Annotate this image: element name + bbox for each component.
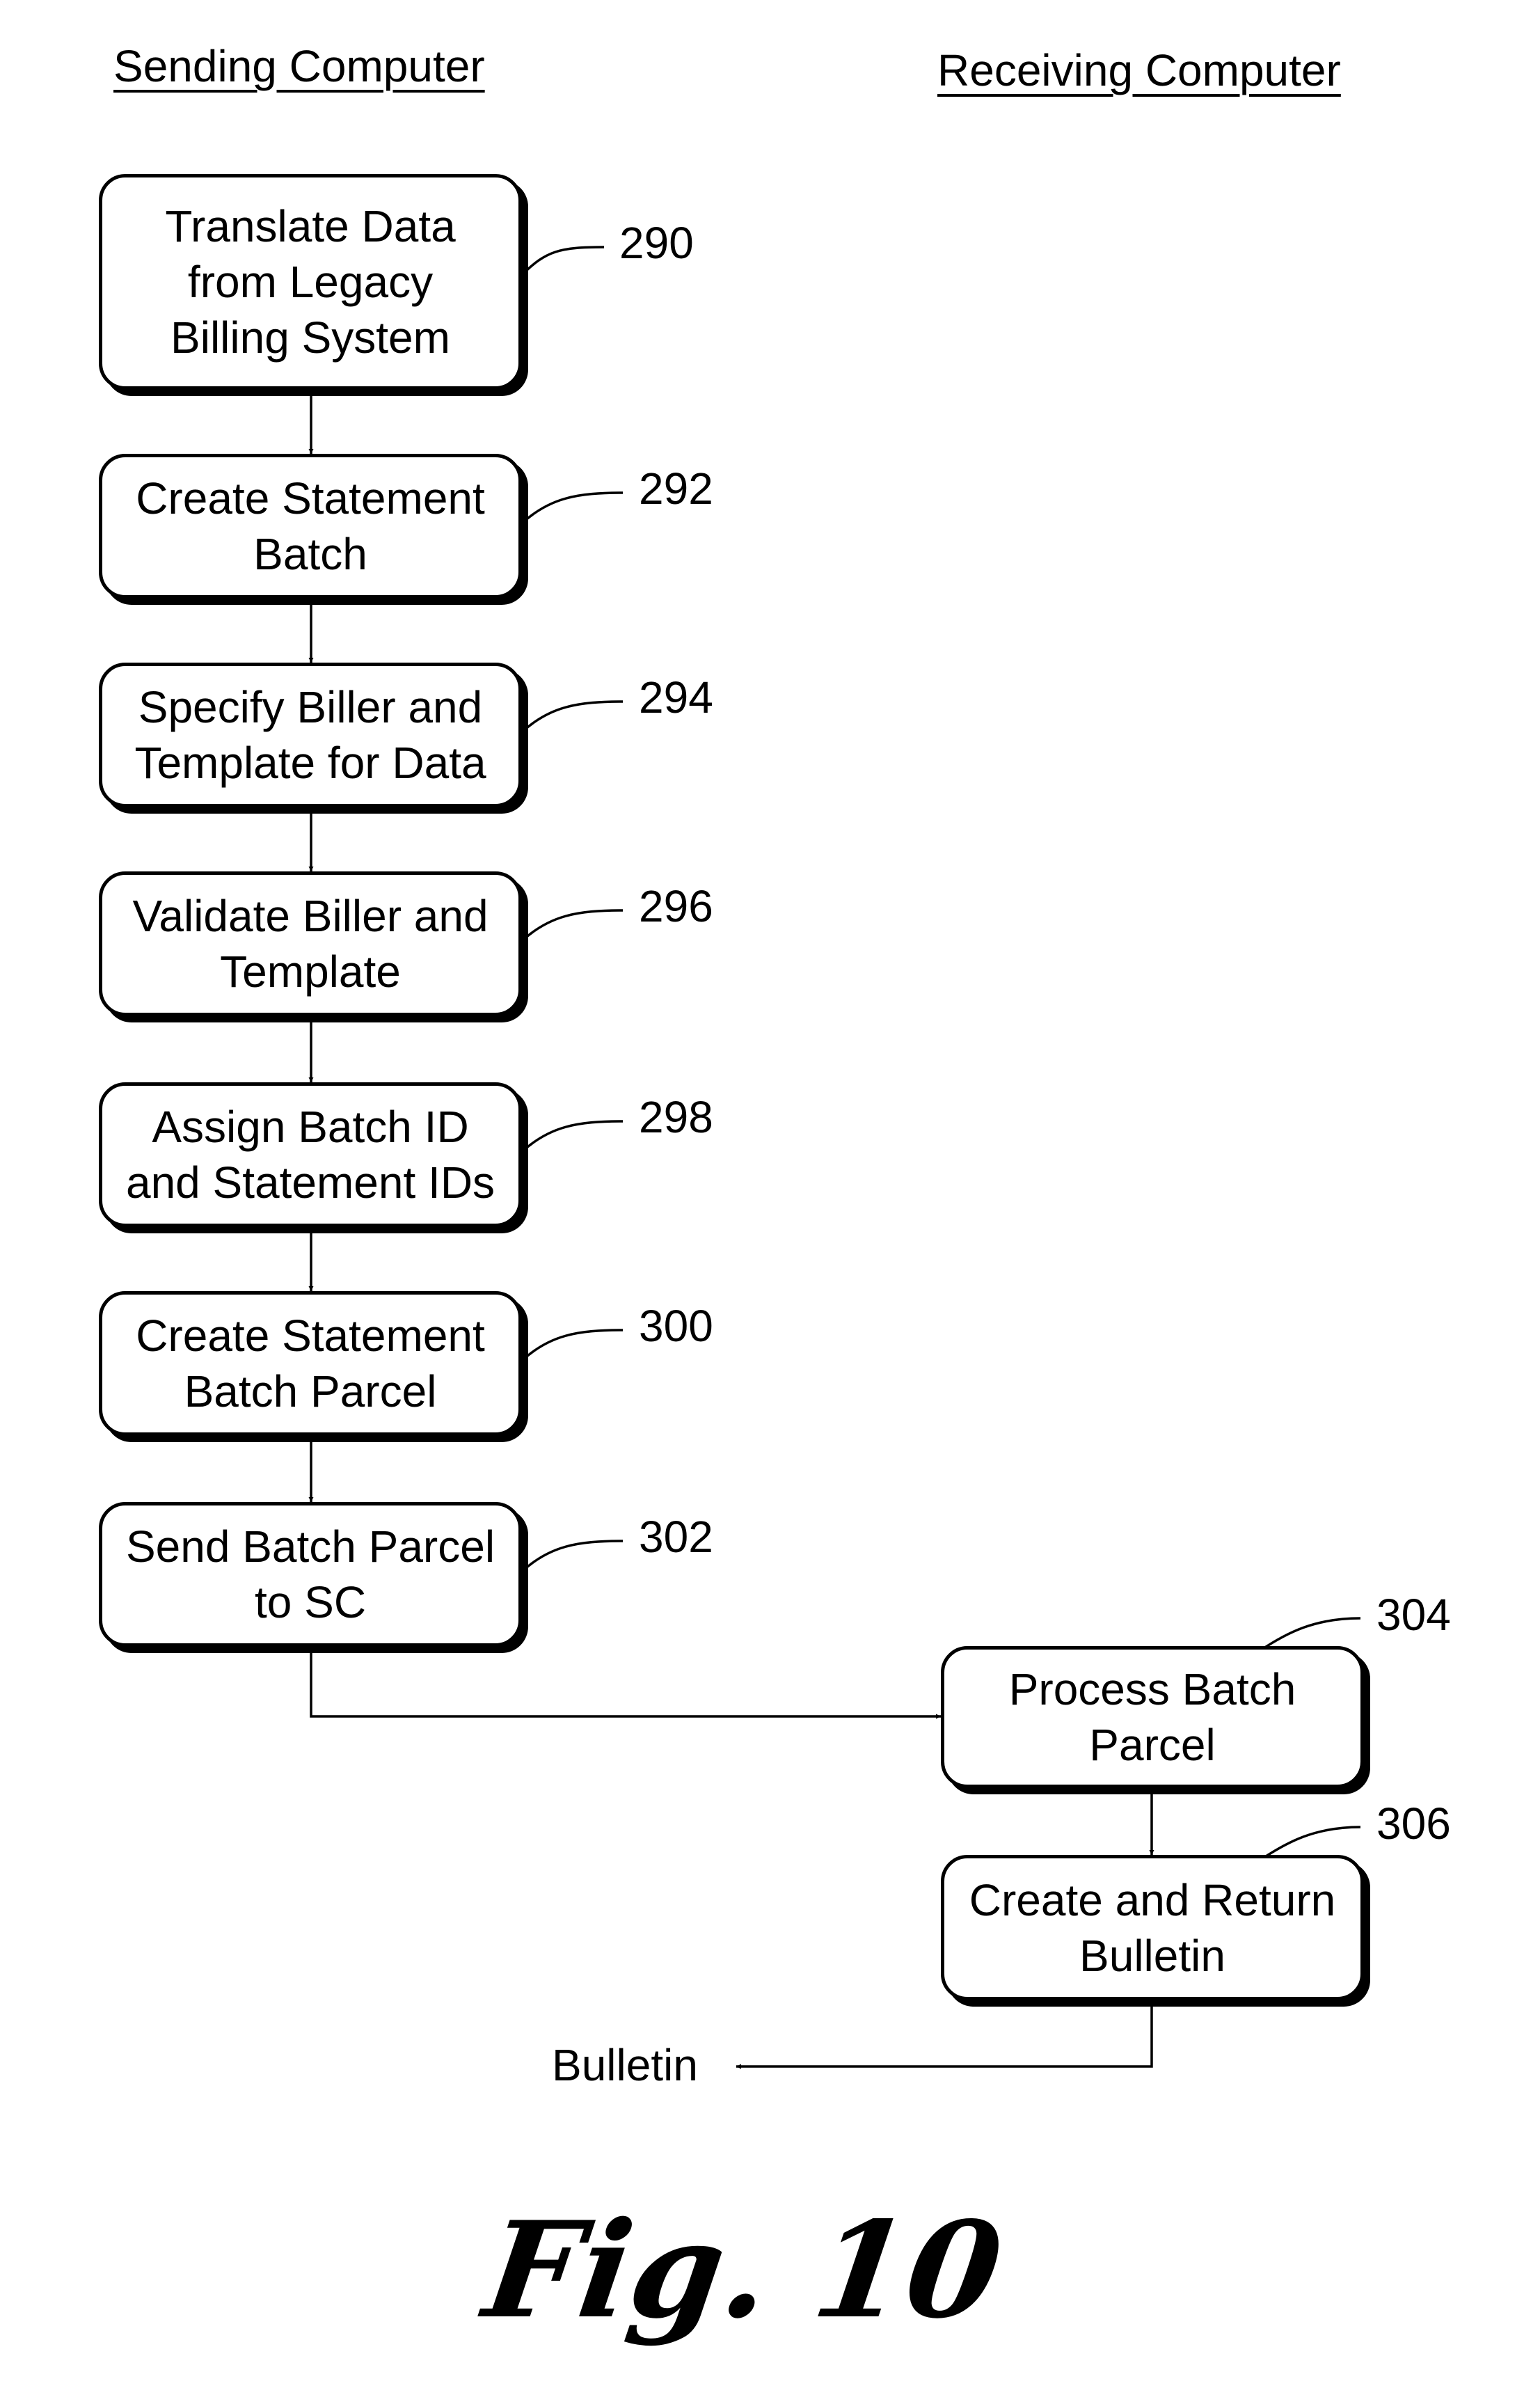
- step-label-create-return-bulletin: Create and Return Bulletin: [969, 1872, 1336, 1984]
- step-label-assign-batch-ids: Assign Batch ID and Statement IDs: [126, 1099, 495, 1210]
- step-label-process-batch-parcel: Process Batch Parcel: [1009, 1661, 1296, 1773]
- ref-numeral-296: 296: [639, 880, 713, 932]
- step-box-create-return-bulletin: Create and Return Bulletin: [941, 1855, 1364, 2000]
- receiving-computer-heading: Receiving Computer: [937, 45, 1341, 96]
- figure-caption: Fig. 10: [476, 2192, 1010, 2348]
- arrow-306-to-bulletin: [736, 2000, 1152, 2066]
- step-box-create-statement-batch: Create Statement Batch: [99, 454, 522, 599]
- ref-numeral-300: 300: [639, 1300, 713, 1352]
- sending-computer-heading: Sending Computer: [113, 40, 485, 92]
- step-label-send-batch-parcel: Send Batch Parcel to SC: [126, 1519, 495, 1630]
- leader-300: [522, 1330, 623, 1361]
- step-label-specify-biller-template: Specify Biller and Template for Data: [134, 679, 486, 791]
- step-box-specify-biller-template: Specify Biller and Template for Data: [99, 663, 522, 807]
- ref-numeral-302: 302: [639, 1511, 713, 1563]
- ref-numeral-294: 294: [639, 672, 713, 723]
- ref-numeral-306: 306: [1376, 1798, 1451, 1849]
- step-box-assign-batch-ids: Assign Batch ID and Statement IDs: [99, 1082, 522, 1227]
- ref-numeral-292: 292: [639, 463, 713, 514]
- bulletin-output-label: Bulletin: [552, 2039, 698, 2091]
- arrow-302-to-304: [311, 1647, 941, 1716]
- step-box-send-batch-parcel: Send Batch Parcel to SC: [99, 1502, 522, 1647]
- step-box-translate-data: Translate Data from Legacy Billing Syste…: [99, 174, 522, 390]
- step-label-create-batch-parcel: Create Statement Batch Parcel: [136, 1308, 485, 1419]
- ref-numeral-298: 298: [639, 1091, 713, 1143]
- leader-290: [522, 247, 604, 275]
- step-label-translate-data: Translate Data from Legacy Billing Syste…: [165, 198, 455, 365]
- step-label-validate-biller-template: Validate Biller and Template: [132, 888, 488, 999]
- ref-numeral-304: 304: [1376, 1589, 1451, 1641]
- leader-298: [522, 1121, 623, 1152]
- leader-294: [522, 702, 623, 732]
- step-box-process-batch-parcel: Process Batch Parcel: [941, 1646, 1364, 1788]
- leader-292: [522, 493, 623, 523]
- leader-302: [522, 1541, 623, 1572]
- step-box-validate-biller-template: Validate Biller and Template: [99, 871, 522, 1016]
- step-label-create-statement-batch: Create Statement Batch: [136, 471, 485, 582]
- ref-numeral-290: 290: [619, 217, 694, 269]
- leader-296: [522, 910, 623, 941]
- step-box-create-batch-parcel: Create Statement Batch Parcel: [99, 1291, 522, 1436]
